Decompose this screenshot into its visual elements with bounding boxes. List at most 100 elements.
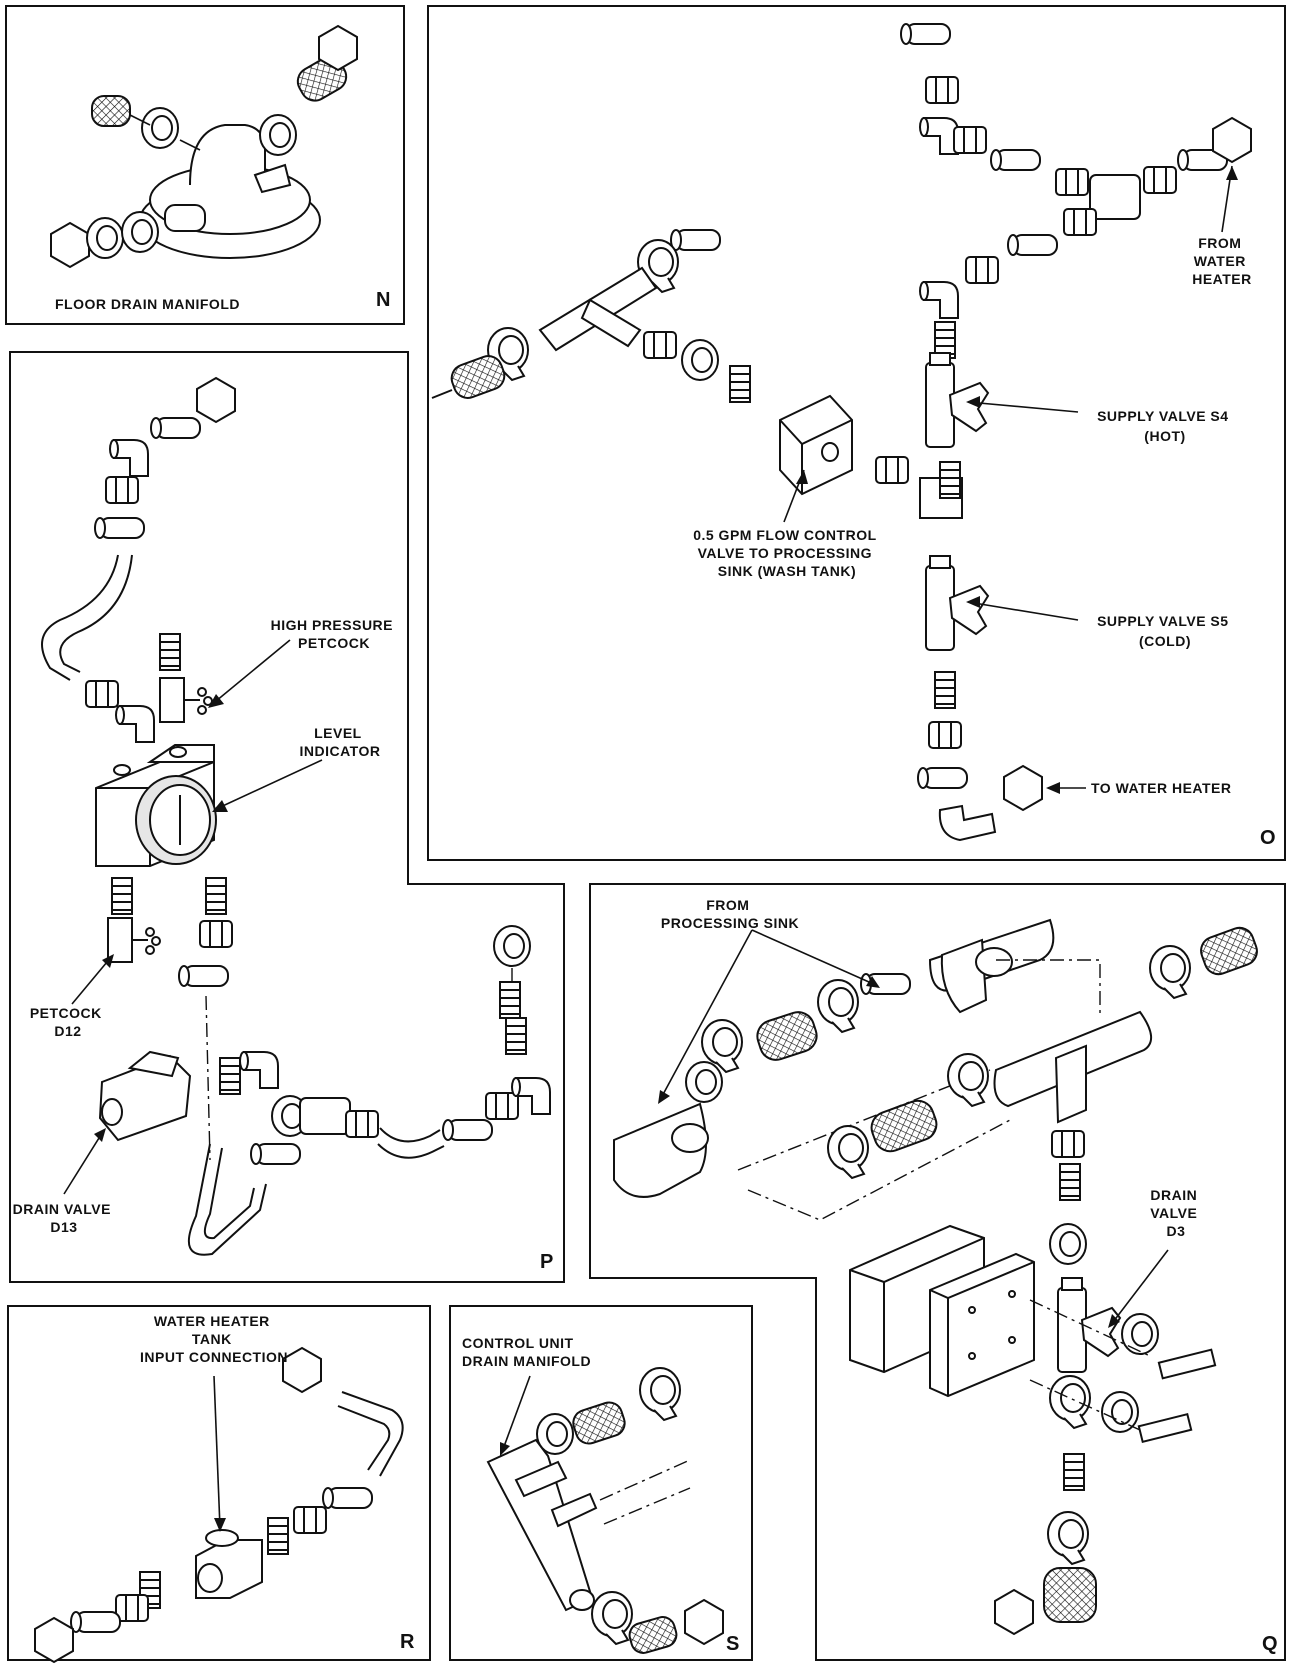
compression-fitting xyxy=(965,256,999,284)
hose-clamp xyxy=(1049,1375,1091,1429)
tube xyxy=(900,23,951,45)
compression-fitting xyxy=(105,476,139,504)
hose-screen xyxy=(450,355,506,399)
clamp-ring xyxy=(685,1061,723,1103)
threaded-nipple xyxy=(1063,1453,1085,1491)
panel-o-letter: O xyxy=(1260,827,1276,849)
panel-q: FROM PROCESSING SINK DRAIN VALVE D3 Q xyxy=(589,883,1286,1661)
label-supply-valve-s4: SUPPLY VALVE S4 (HOT) xyxy=(1097,408,1233,444)
panel-r: WATER HEATER TANK INPUT CONNECTION R xyxy=(7,1305,431,1663)
compression-fitting xyxy=(1063,208,1097,236)
compression-fitting xyxy=(643,331,677,359)
label-supply-valve-s5: SUPPLY VALVE S5 (COLD) xyxy=(1097,613,1233,649)
panel-p-frame xyxy=(9,351,565,1283)
panel-o: FROM WATER HEATER SUPPLY VALVE S4 (HOT) … xyxy=(427,5,1286,861)
threaded-nipple xyxy=(111,877,133,915)
panel-p-letter: P xyxy=(540,1251,553,1273)
tube xyxy=(917,767,968,789)
compression-fitting xyxy=(85,680,119,708)
panel-o-frame xyxy=(427,5,1286,861)
washer xyxy=(1121,1313,1159,1355)
panel-r-letter: R xyxy=(400,1631,415,1653)
panel-s-frame xyxy=(449,1305,753,1661)
panel-p: HIGH PRESSURE PETCOCK LEVEL INDICATOR PE… xyxy=(9,351,565,1283)
connector-hex xyxy=(1003,765,1043,811)
clamp-ring xyxy=(259,114,297,156)
label-water-heater-tank-input: WATER HEATER TANK INPUT CONNECTION xyxy=(140,1313,288,1365)
hose-screen xyxy=(572,1401,626,1445)
tee-fitting xyxy=(299,1097,351,1135)
hose-clamp xyxy=(591,1591,633,1645)
hose-clamp xyxy=(1149,945,1191,999)
tube xyxy=(990,149,1041,171)
panel-n: FLOOR DRAIN MANIFOLD N xyxy=(5,5,405,325)
hose-screen xyxy=(91,95,131,127)
mounting-bolt xyxy=(1157,1348,1217,1380)
tee-branch xyxy=(580,298,642,348)
label-drain-valve-d13: DRAIN VALVE D13 xyxy=(13,1201,116,1235)
threaded-nipple xyxy=(159,633,181,671)
panel-s-letter: S xyxy=(726,1633,739,1655)
tube xyxy=(150,417,201,439)
panel-n-letter: N xyxy=(376,289,390,311)
hose-screen xyxy=(1200,926,1258,976)
compression-fitting xyxy=(953,126,987,154)
connector-hex xyxy=(994,1589,1034,1635)
threaded-nipple xyxy=(1059,1163,1081,1201)
connector-hex xyxy=(196,377,236,423)
label-high-pressure-petcock: HIGH PRESSURE PETCOCK xyxy=(271,617,398,651)
hose xyxy=(379,1127,441,1143)
elbow-fitting xyxy=(109,439,149,477)
tube xyxy=(322,1487,373,1509)
level-indicator-gauge xyxy=(135,775,217,865)
connector-hex xyxy=(282,1347,322,1393)
elbow-fitting xyxy=(115,705,155,743)
hose-screen xyxy=(628,1616,678,1654)
mounting-plate-front xyxy=(929,1252,1035,1398)
label-from-water-heater: FROM WATER HEATER xyxy=(1192,235,1252,287)
hose-clamp xyxy=(1047,1511,1089,1565)
hose xyxy=(41,554,119,681)
connector-hex xyxy=(50,222,90,268)
connector-hex xyxy=(34,1617,74,1663)
elbow-fitting xyxy=(919,281,959,319)
threaded-nipple xyxy=(267,1517,289,1555)
hose-clamp xyxy=(947,1053,989,1107)
hose-clamp xyxy=(639,1367,681,1421)
panel-q-letter: Q xyxy=(1262,1633,1278,1655)
hose xyxy=(341,1391,404,1477)
panel-s: CONTROL UNIT DRAIN MANIFOLD S xyxy=(449,1305,753,1661)
compression-fitting xyxy=(1051,1130,1085,1158)
threaded-nipple xyxy=(934,671,956,709)
panel-q-frame xyxy=(589,883,1286,1661)
panel-r-frame xyxy=(7,1305,431,1661)
elbow-fitting xyxy=(919,117,959,155)
mounting-bolt xyxy=(1137,1412,1193,1444)
high-pressure-petcock xyxy=(159,677,213,723)
elbow-fitting xyxy=(239,1051,279,1089)
label-level-indicator: LEVEL INDICATOR xyxy=(300,725,381,759)
clamp-ring xyxy=(1049,1223,1087,1265)
tube xyxy=(178,965,229,987)
threaded-nipple xyxy=(505,1017,527,1055)
hose xyxy=(187,1143,267,1256)
label-control-unit-drain-manifold: CONTROL UNIT DRAIN MANIFOLD xyxy=(462,1335,591,1369)
compression-fitting xyxy=(1143,166,1177,194)
compression-fitting xyxy=(345,1110,379,1138)
hose-screen xyxy=(756,1011,818,1061)
hose-screen xyxy=(870,1099,938,1153)
tee-outlet xyxy=(975,947,1013,977)
connector-hex xyxy=(318,25,358,71)
panel-n-frame xyxy=(5,5,405,325)
label-flow-control-valve: 0.5 GPM FLOW CONTROL VALVE TO PROCESSING… xyxy=(693,527,881,579)
hose-clamp xyxy=(827,1125,869,1179)
control-unit-drain-manifold-part xyxy=(486,1438,598,1612)
sleeve xyxy=(86,217,124,259)
label-from-processing-sink: FROM PROCESSING SINK xyxy=(661,897,799,931)
compression-fitting xyxy=(875,456,909,484)
tube xyxy=(250,1143,301,1165)
compression-fitting xyxy=(199,920,233,948)
threaded-nipple xyxy=(205,877,227,915)
water-heater-tank-tee xyxy=(195,1529,263,1599)
